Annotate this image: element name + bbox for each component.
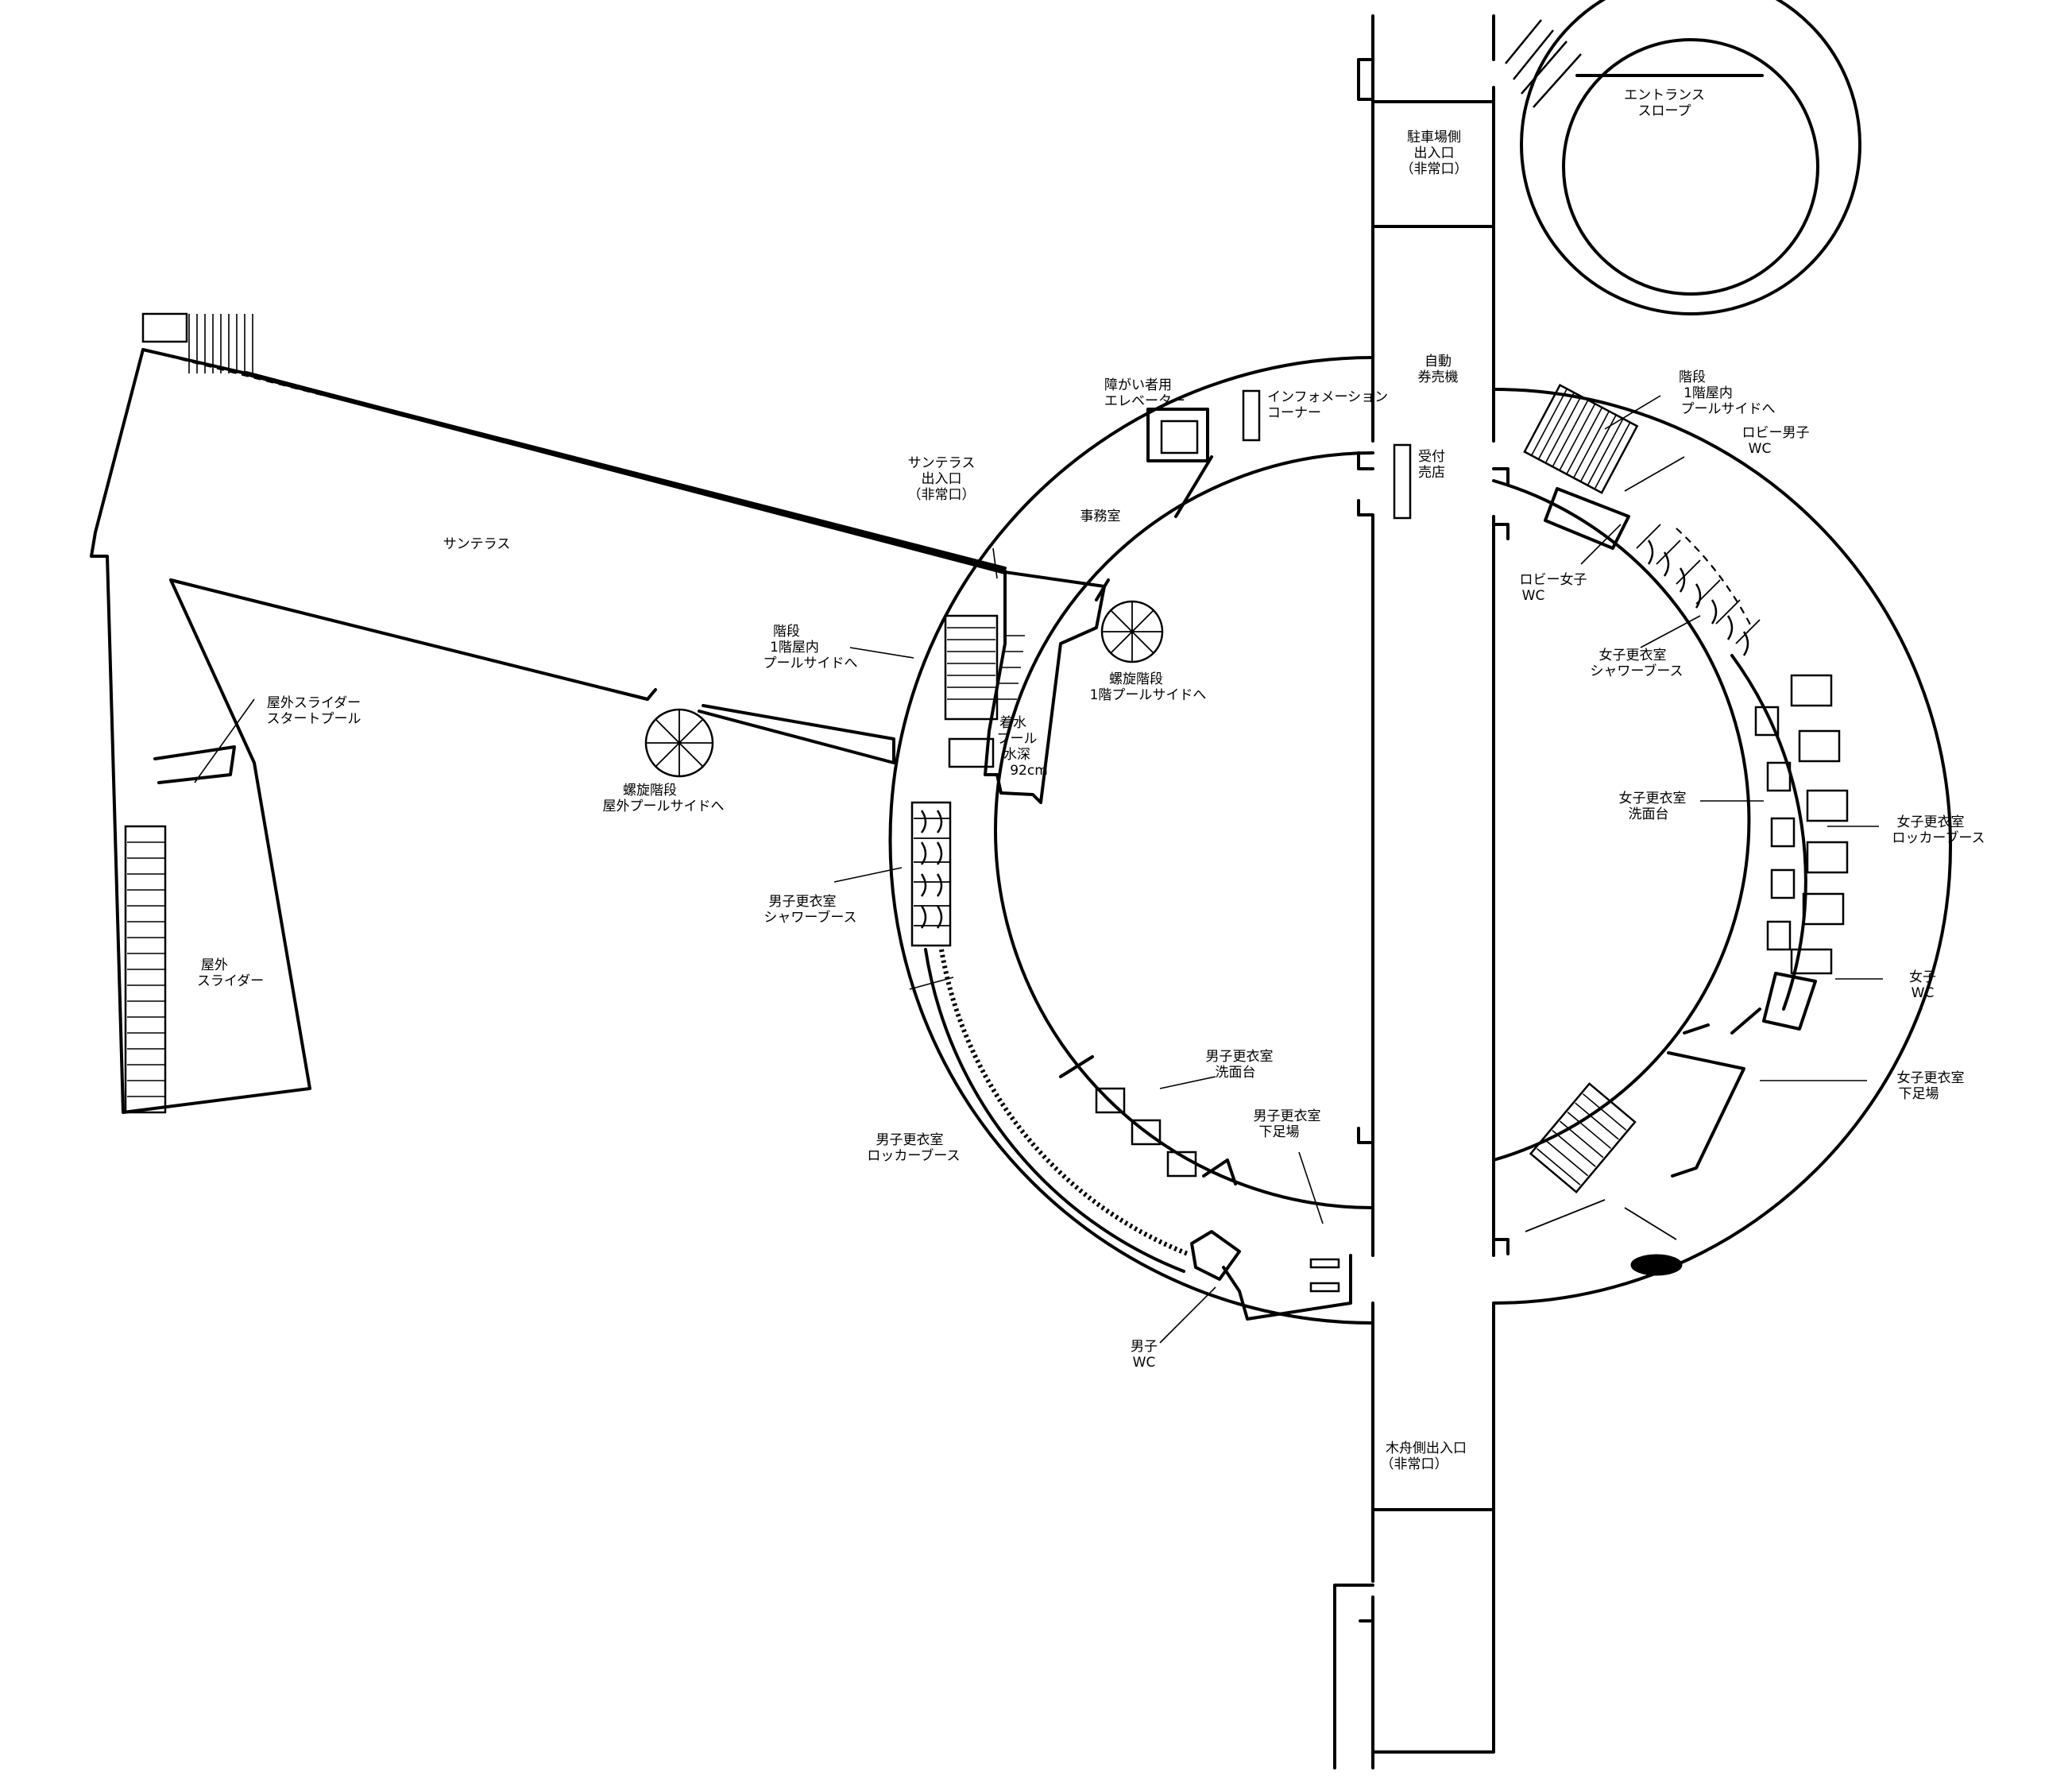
label-entrance-slope: エントランススロープ xyxy=(1624,87,1705,119)
lobby-wc-wall xyxy=(1544,487,1630,550)
women-dark-object xyxy=(1630,1254,1683,1276)
slider-top-box xyxy=(141,312,188,343)
leader-lines xyxy=(194,395,1883,1344)
ring-west-outer xyxy=(888,356,1374,1325)
label-office: 事務室 xyxy=(1080,509,1121,524)
women-lockers xyxy=(1790,674,1849,975)
women-stair xyxy=(1529,1082,1637,1193)
sunterrace-canopy xyxy=(142,348,1006,570)
label-women-locker: 女子更衣室ロッカーブース xyxy=(1892,814,1985,846)
label-men-shoes: 男子更衣室下足場 xyxy=(1254,1108,1321,1140)
men-wash-wall xyxy=(1059,1055,1237,1185)
women-shower-booths xyxy=(1636,524,1761,656)
label-info-corner: インフォメーションコーナー xyxy=(1267,389,1388,421)
office-partition xyxy=(1095,455,1213,601)
label-ticket-machine: 自動券売機 xyxy=(1418,354,1459,385)
ring-east-inner xyxy=(1492,479,1751,1162)
label-slider-start: 屋外スライダースタートプール xyxy=(267,695,361,727)
men-locker-band xyxy=(939,949,1189,1256)
women-stair-treads xyxy=(1537,1093,1627,1185)
label-parking-exit: 駐車場側出入口（非常口） xyxy=(1401,130,1468,177)
room-labels: エントランススロープ 駐車場側出入口（非常口） 自動券売機 受付売店 インフォメ… xyxy=(197,87,1985,1472)
label-kifune-exit: 木舟側出入口（非常口） xyxy=(1381,1441,1467,1472)
women-wc xyxy=(1730,972,1817,1035)
wading-pool xyxy=(984,570,1106,804)
walls xyxy=(90,0,1952,1769)
label-reception: 受付売店 xyxy=(1418,449,1445,481)
sunterrace-north-stripe xyxy=(244,371,1007,574)
slider-start-pool xyxy=(153,745,236,784)
label-slider: 屋外スライダー xyxy=(197,957,264,989)
women-shoes-wall xyxy=(1667,1023,1745,1178)
west-stair xyxy=(944,614,999,721)
info-counter xyxy=(1242,389,1261,442)
parking-entry-box xyxy=(1357,58,1495,228)
sunterrace-outline xyxy=(90,348,1007,1114)
men-wc xyxy=(1190,1230,1352,1321)
elevator-car xyxy=(1160,420,1199,454)
men-shoe-racks xyxy=(1309,1258,1340,1293)
label-elevator: 障がい者用エレベーター xyxy=(1104,377,1185,409)
women-locker-wall xyxy=(1730,654,1807,1011)
label-men-shower: 男子更衣室シャワーブース xyxy=(763,894,856,926)
entrance-outer-ring xyxy=(1520,0,1861,315)
men-locker-wall xyxy=(924,948,1185,1273)
inner-stubs xyxy=(1357,451,1510,1255)
outer-spiral-treads xyxy=(646,710,713,776)
east-stair-treads xyxy=(1531,388,1631,489)
west-stair-treads xyxy=(947,627,1025,700)
men-shower-booths xyxy=(910,801,952,947)
reception-counter xyxy=(1393,443,1412,520)
sunterrace-south-rail xyxy=(169,578,649,701)
women-wash-basins xyxy=(1754,706,1796,951)
label-women-shoes: 女子更衣室下足場 xyxy=(1897,1070,1965,1102)
label-spiral-outer: 螺旋階段屋外プールサイドへ xyxy=(603,783,725,814)
east-stair xyxy=(1523,383,1639,494)
ring-west-inner xyxy=(994,451,1374,1209)
label-women-shower: 女子更衣室シャワーブース xyxy=(1590,648,1683,679)
label-women-wash: 女子更衣室洗面台 xyxy=(1619,791,1687,822)
men-wash-basins xyxy=(1095,1087,1197,1178)
entrance-ramp-steps xyxy=(1505,19,1582,108)
label-sunterrace-exit: サンテラス出入口（非常口） xyxy=(908,455,976,503)
women-lower-lines xyxy=(1525,1199,1677,1240)
label-men-wash: 男子更衣室洗面台 xyxy=(1206,1049,1274,1081)
slider-top-hatch xyxy=(188,314,253,373)
stair-landing xyxy=(948,737,995,768)
label-sunterrace: サンテラス xyxy=(443,536,511,552)
kifune-entry-box xyxy=(1333,1508,1495,1769)
ring-east-outer xyxy=(1492,388,1952,1305)
inner-spiral-treads xyxy=(1102,601,1162,662)
entrance-inner-ring xyxy=(1562,38,1819,296)
elevator-shaft xyxy=(1146,408,1209,462)
women-shower-curtain xyxy=(1676,528,1753,628)
label-men-locker: 男子更衣室ロッカーブース xyxy=(867,1132,960,1164)
slider-stair-treads xyxy=(127,841,165,1097)
